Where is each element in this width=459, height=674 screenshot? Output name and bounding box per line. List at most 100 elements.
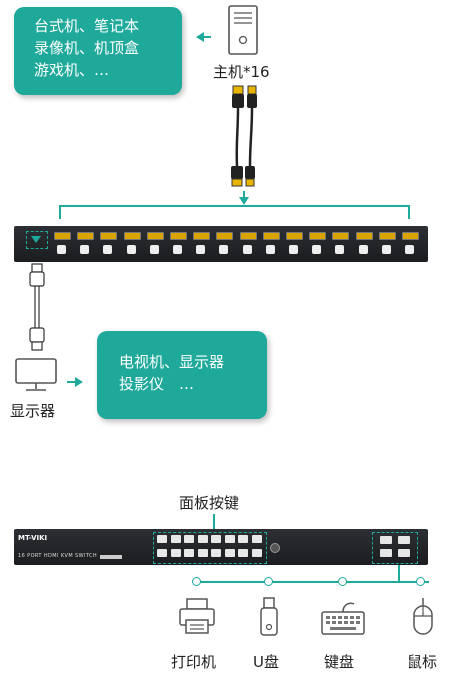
panel-buttons-label: 面板按键 xyxy=(179,494,240,512)
peripheral-label-keyboard: 键盘 xyxy=(324,653,355,671)
usb-drive-icon xyxy=(260,597,278,636)
hdmi-usb-cable-icon xyxy=(231,85,257,187)
arrow-right-tail xyxy=(67,381,75,383)
usb-b-input-port xyxy=(173,245,182,254)
source-devices-line-2: 录像机、机顶盒 xyxy=(34,39,140,57)
hdmi-input-port xyxy=(77,232,95,240)
port-select-button[interactable] xyxy=(157,535,167,543)
output-port-arrow-icon xyxy=(31,236,41,243)
usb-ports-group xyxy=(372,532,418,564)
usb-b-input-port xyxy=(358,245,368,254)
peripheral-label-printer: 打印机 xyxy=(171,653,217,671)
hdmi-input-port xyxy=(146,232,164,240)
hdmi-output-cable-icon xyxy=(29,263,45,351)
hdmi-input-port xyxy=(239,232,257,240)
hdmi-input-port xyxy=(355,232,373,240)
usb-b-input-port xyxy=(149,245,159,254)
port-select-button[interactable] xyxy=(251,549,262,557)
hdmi-input-port xyxy=(332,232,350,240)
hdmi-input-port xyxy=(54,232,71,240)
model-underline xyxy=(100,555,122,559)
arrow-left-icon xyxy=(196,32,204,42)
usb-port xyxy=(380,549,392,557)
display-devices-box: 电视机、显示器 投影仪 … xyxy=(97,331,267,419)
usb-b-input-port xyxy=(103,245,113,254)
kvm-switch-front-panel: MT-VIKI 16 PORT HDMI KVM SWITCH xyxy=(14,529,428,565)
bracket-right-leg xyxy=(408,205,410,219)
monitor-icon xyxy=(15,358,57,391)
arrow-left-tail xyxy=(203,36,211,38)
keyboard-icon xyxy=(321,602,365,635)
usb-b-input-port xyxy=(80,245,90,254)
pc-tower-icon xyxy=(228,5,258,55)
hdmi-output-port xyxy=(26,231,48,249)
port-select-button[interactable] xyxy=(238,549,248,557)
port-select-button[interactable] xyxy=(224,535,235,543)
hdmi-input-port xyxy=(170,232,187,240)
usb-b-input-port xyxy=(219,245,229,254)
source-devices-line-3: 游戏机、… xyxy=(34,61,110,79)
source-devices-box: 台式机、笔记本 录像机、机顶盒 游戏机、… xyxy=(14,7,182,95)
hdmi-input-port xyxy=(216,232,234,240)
kvm-switch-back-panel xyxy=(14,226,428,262)
usb-port xyxy=(380,536,392,544)
port-select-button[interactable] xyxy=(157,549,167,557)
usb-b-input-port xyxy=(381,245,391,254)
panel-label-pointer xyxy=(213,514,215,530)
usb-b-input-port xyxy=(242,245,252,254)
hdmi-input-port xyxy=(193,232,211,240)
usb-b-input-port xyxy=(265,245,275,254)
usb-b-input-port xyxy=(196,245,206,254)
display-devices-line-2: 投影仪 … xyxy=(119,375,195,393)
port-select-button[interactable] xyxy=(197,549,208,557)
node-printer xyxy=(192,577,201,586)
hdmi-input-port xyxy=(309,232,327,240)
bracket-arrow-stem xyxy=(243,191,245,199)
arrow-right-icon xyxy=(75,377,83,387)
hdmi-input-port xyxy=(262,232,280,240)
node-udisk xyxy=(264,577,273,586)
port-select-button[interactable] xyxy=(224,549,235,557)
monitor-label: 显示器 xyxy=(10,402,56,420)
brand-label: MT-VIKI xyxy=(18,534,48,542)
source-devices-line-1: 台式机、笔记本 xyxy=(34,17,140,35)
usb-b-input-port xyxy=(57,245,66,254)
usb-b-input-port xyxy=(335,245,345,254)
hdmi-input-port xyxy=(378,232,396,240)
port-select-button[interactable] xyxy=(184,535,194,543)
bracket-top-line xyxy=(59,205,410,207)
port-select-button[interactable] xyxy=(184,549,194,557)
usb-b-input-port xyxy=(126,245,136,254)
peripheral-label-mouse: 鼠标 xyxy=(407,653,438,671)
panel-buttons-group xyxy=(153,532,267,564)
usb-b-input-port xyxy=(289,245,298,254)
usb-port xyxy=(398,536,410,544)
arrow-down-icon xyxy=(239,197,249,205)
port-select-button[interactable] xyxy=(211,549,221,557)
usb-b-input-port xyxy=(405,245,414,254)
hdmi-input-port xyxy=(286,232,303,240)
display-devices-line-1: 电视机、显示器 xyxy=(119,353,225,371)
port-select-button[interactable] xyxy=(197,535,208,543)
model-label: 16 PORT HDMI KVM SWITCH xyxy=(18,553,98,559)
hdmi-input-port xyxy=(402,232,419,240)
usb-b-input-port xyxy=(312,245,322,254)
node-keyboard xyxy=(338,577,347,586)
bracket-left-leg xyxy=(59,205,61,219)
usb-port xyxy=(398,549,410,557)
port-select-button[interactable] xyxy=(251,535,262,543)
usb-stem-line xyxy=(398,565,400,581)
port-select-button[interactable] xyxy=(170,535,181,543)
mouse-icon xyxy=(413,598,433,635)
node-mouse xyxy=(416,577,425,586)
reset-button[interactable] xyxy=(270,543,280,553)
hdmi-input-port xyxy=(123,232,141,240)
peripheral-label-udisk: U盘 xyxy=(253,653,279,671)
host-label: 主机*16 xyxy=(213,63,270,81)
port-select-button[interactable] xyxy=(211,535,221,543)
hdmi-input-port xyxy=(100,232,118,240)
peripheral-bus-line xyxy=(197,581,429,583)
port-select-button[interactable] xyxy=(170,549,181,557)
port-select-button[interactable] xyxy=(238,535,248,543)
printer-icon xyxy=(179,598,215,634)
